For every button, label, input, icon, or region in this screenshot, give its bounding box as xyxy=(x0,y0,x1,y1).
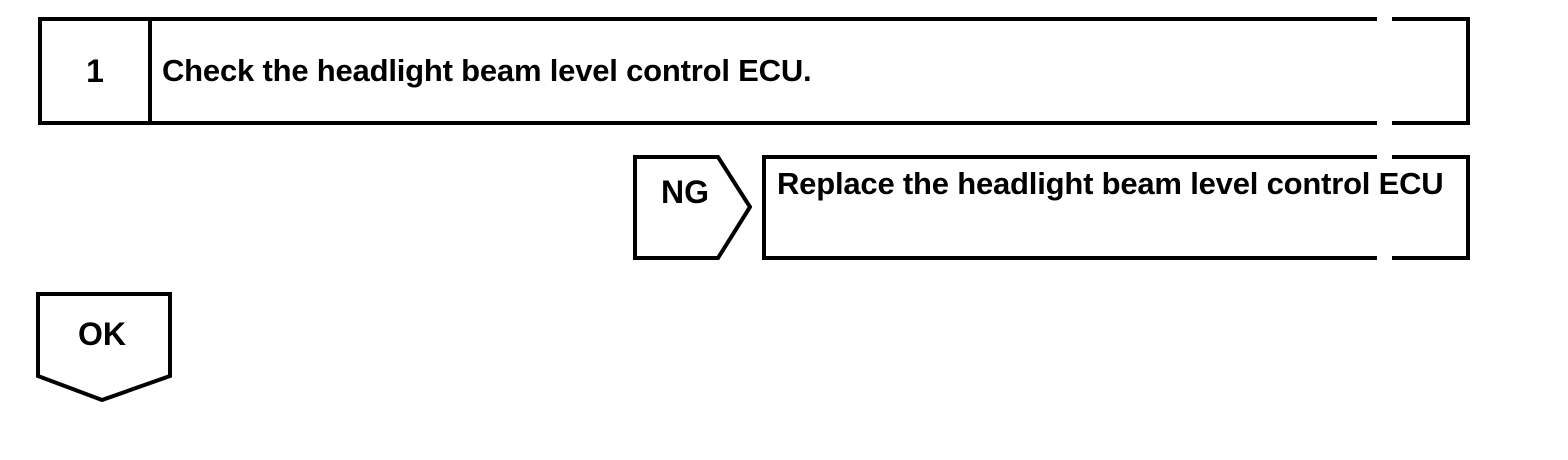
step-box: 1 Check the headlight beam level control… xyxy=(38,17,1470,125)
scan-crease-notch xyxy=(1377,253,1392,263)
step-instruction-cell: Check the headlight beam level control E… xyxy=(152,21,1466,121)
ok-connector-shape: OK xyxy=(36,292,172,402)
scan-crease-notch xyxy=(1377,14,1392,24)
ng-connector-shape: NG xyxy=(633,155,752,260)
scan-crease-notch xyxy=(1377,118,1392,128)
ok-pentagon-icon xyxy=(36,292,172,402)
scan-crease-notch xyxy=(1377,152,1392,162)
ng-pentagon-icon xyxy=(633,155,752,260)
step-number: 1 xyxy=(86,52,104,89)
ok-label: OK xyxy=(78,316,126,352)
step-instruction-text: Check the headlight beam level control E… xyxy=(162,53,812,88)
ng-action-text: Replace the headlight beam level control… xyxy=(777,166,1444,201)
step-number-cell: 1 xyxy=(42,21,152,121)
ng-label: NG xyxy=(661,174,709,210)
ng-action-box: Replace the headlight beam level control… xyxy=(762,155,1470,260)
